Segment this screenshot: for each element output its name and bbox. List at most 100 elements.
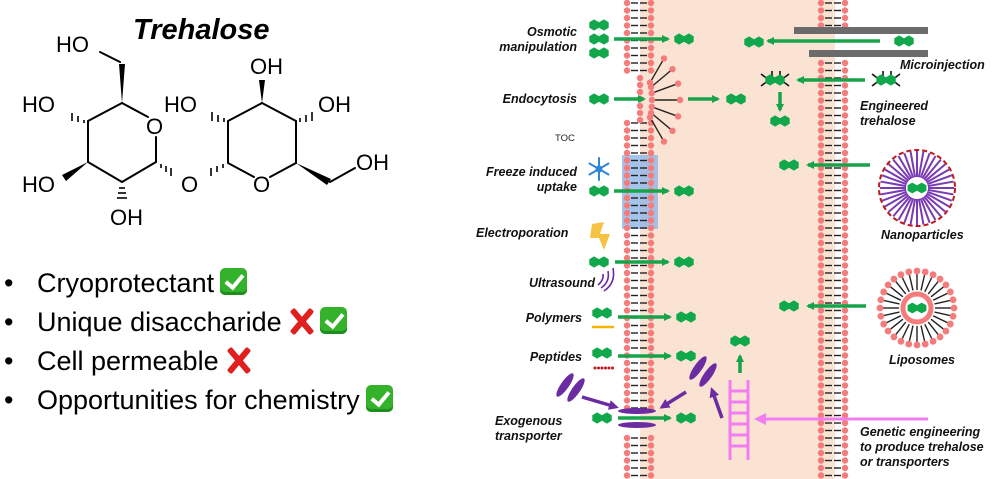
lipid-head [647,374,655,382]
trehalose-icon [589,33,609,45]
peptide-residue [611,366,614,370]
lipid-head [817,172,825,179]
trehalose-icon [765,74,785,86]
nanoparticle-ligand [880,180,907,188]
lipid-head [817,464,825,472]
lipid-head [623,269,631,277]
lipid-head [817,382,825,389]
lipid-head [905,268,913,276]
lipid-tail [920,325,926,342]
lipid-head [623,464,631,472]
lipid-head [623,224,631,232]
lipid-tail [886,292,902,301]
lipid-head [647,142,655,149]
lipid-head [841,374,849,382]
lipid-head [841,442,849,449]
transporter-cell [699,363,717,387]
lipid-head [623,277,631,284]
lipid-head [623,134,631,142]
molecule-title: Trehalose [133,14,270,46]
arrow-transporter-produce [709,387,724,419]
trehalose-icon [907,302,927,314]
transporter-free [567,378,585,402]
lipid-head [623,119,631,127]
lipid-head [623,0,631,7]
lipid-tail [886,315,902,324]
lipid-head [950,304,958,312]
lipid-head [817,374,825,382]
lipid-head [841,464,849,472]
nanoparticle-ligand [903,197,915,224]
lipid-head [647,344,655,352]
lipid-head [841,14,849,22]
nanoparticle-ligand [926,192,950,208]
lipid-head [623,7,631,14]
lipid-head [817,322,825,329]
check-icon [319,307,347,334]
trehalose-molecules [589,19,914,424]
lipid-head [841,232,849,239]
lipid-head [817,239,825,247]
lipid-tail [932,315,948,324]
lipid-head [876,304,884,312]
lipid-tail [649,116,665,142]
lipid-head [817,194,825,202]
trehalose-icon [876,74,896,86]
lipid-head [647,157,655,164]
lipid-head [623,209,631,217]
lipid-head [817,82,825,89]
lipid-head [841,67,849,74]
lipid-head [623,52,631,59]
liposome-inner-layer [900,291,934,325]
lipid-head [636,88,644,96]
lipid-tail [651,106,679,118]
bond [87,161,123,183]
lipid-head [647,359,655,367]
nanoparticle-ligand [921,197,937,221]
lipid-head [841,427,849,434]
nanoparticle [878,149,956,227]
lipid-head [674,113,682,120]
lipid-head [647,449,655,457]
label-peptides: Peptides [529,350,582,364]
lipid-head [623,14,631,22]
bond [261,102,297,122]
lipid-head [841,254,849,262]
lipid-head [841,434,849,442]
bond [329,167,356,183]
lipid-head [890,275,898,283]
nanoparticle-ligand [884,192,908,208]
lipid-head [817,427,825,434]
lipid-head [623,292,631,299]
trehalose-icon [589,256,609,268]
lipid-head [817,397,825,404]
trehalose-icon [894,35,914,47]
lipid-head [623,307,631,314]
nanoparticle-ligand [917,198,925,225]
nanoparticle-ligand [919,197,931,224]
lipid-head [623,142,631,149]
lipid-head [817,142,825,149]
lipid-head [817,329,825,337]
lipid-head [817,157,825,164]
lipid-head [817,224,825,232]
lipid-head [880,288,888,296]
lipid-head [636,81,644,89]
lipid-head [647,52,655,59]
lipid-head [647,284,655,292]
lipid-head [817,7,825,14]
lipid-head [949,296,957,304]
lipid-head [674,80,682,87]
lipid-head [841,202,849,209]
lipid-head [647,7,655,14]
nanoparticle-ligand [927,188,954,196]
atom-label: HO [164,92,197,117]
nanoparticle-ligand [919,152,931,179]
lipid-head [929,271,937,279]
lipid-head [817,457,825,464]
lipid-head [623,457,631,464]
wedge-bond [296,163,331,185]
lipid-head [841,449,849,457]
lipid-head [817,442,825,449]
lipid-head [647,29,655,37]
